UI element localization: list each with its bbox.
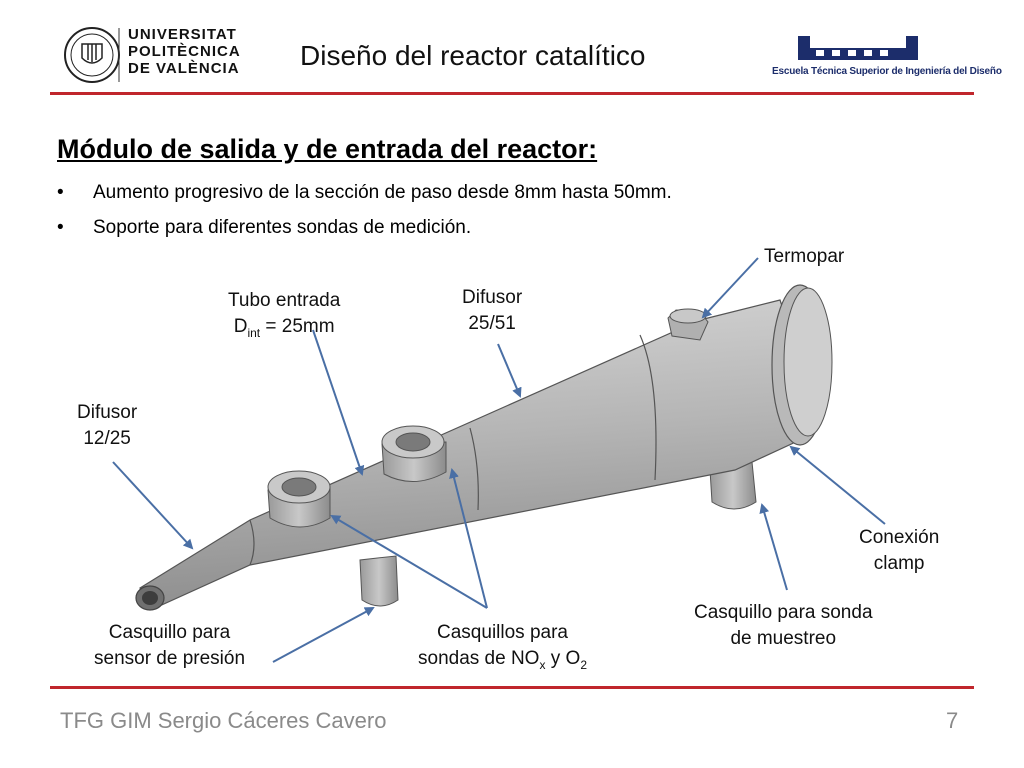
arrow-difusor-2551	[497, 343, 522, 398]
label-casquillo-presion: Casquillo para sensor de presión	[94, 622, 246, 669]
footer-author: TFG GIM Sergio Cáceres Cavero	[60, 708, 387, 733]
label-termopar: Termopar	[764, 246, 845, 267]
university-line-1: UNIVERSITAT	[128, 26, 237, 43]
bullet-text-1: Aumento progresivo de la sección de paso…	[93, 182, 672, 203]
university-line-2: POLITÈCNICA	[128, 43, 241, 60]
page-number: 7	[946, 708, 959, 733]
arrow-casquillo-muestreo	[759, 503, 788, 591]
arrow-conexion	[789, 445, 886, 525]
arrow-tubo-entrada	[312, 329, 365, 476]
label-casquillo-muestreo: Casquillo para sonda de muestreo	[694, 602, 873, 649]
label-tubo-entrada: Tubo entrada Dint = 25mm	[228, 290, 341, 340]
school-caption: Escuela Técnica Superior de Ingeniería d…	[772, 66, 1002, 77]
arrow-casquillo-presion	[272, 607, 375, 663]
bullet-icon: •	[57, 217, 64, 238]
label-conexion-clamp: Conexión clamp	[859, 527, 940, 574]
bullet-item-2: • Soporte para diferentes sondas de medic…	[57, 217, 471, 239]
reactor-body	[139, 299, 806, 609]
label-difusor-2551: Difusor 25/51	[462, 287, 523, 334]
university-name: UNIVERSITAT POLITÈCNICA DE VALÈNCIA	[128, 26, 241, 77]
header-rule	[50, 92, 974, 95]
arrow-casquillos-nox-a	[330, 514, 488, 609]
label-difusor-1225: Difusor 12/25	[77, 402, 138, 449]
clamp-flange	[771, 284, 833, 446]
slide-title: Diseño del reactor catalítico	[300, 40, 646, 71]
arrow-termopar	[701, 257, 759, 319]
lower-stub-pressure	[359, 555, 399, 607]
bullet-icon: •	[57, 182, 64, 203]
lower-stub-sampling	[709, 461, 757, 510]
section-heading: Módulo de salida y de entrada del reacto…	[57, 134, 598, 164]
bullet-item-1: • Aumento progresivo de la sección de pas…	[57, 182, 672, 204]
inlet-opening	[135, 585, 165, 611]
label-casquillos-nox: Casquillos para sondas de NOx y O2	[418, 622, 587, 672]
bullet-text-2: Soporte para diferentes sondas de medici…	[93, 217, 472, 238]
thermocouple-nut	[667, 308, 709, 341]
university-line-3: DE VALÈNCIA	[128, 60, 240, 77]
nox-sleeve-2	[381, 425, 447, 483]
arrow-difusor-1225	[112, 461, 194, 550]
arrow-casquillos-nox-b	[449, 468, 488, 609]
nox-sleeve-1	[267, 470, 331, 528]
footer-rule	[50, 686, 974, 689]
